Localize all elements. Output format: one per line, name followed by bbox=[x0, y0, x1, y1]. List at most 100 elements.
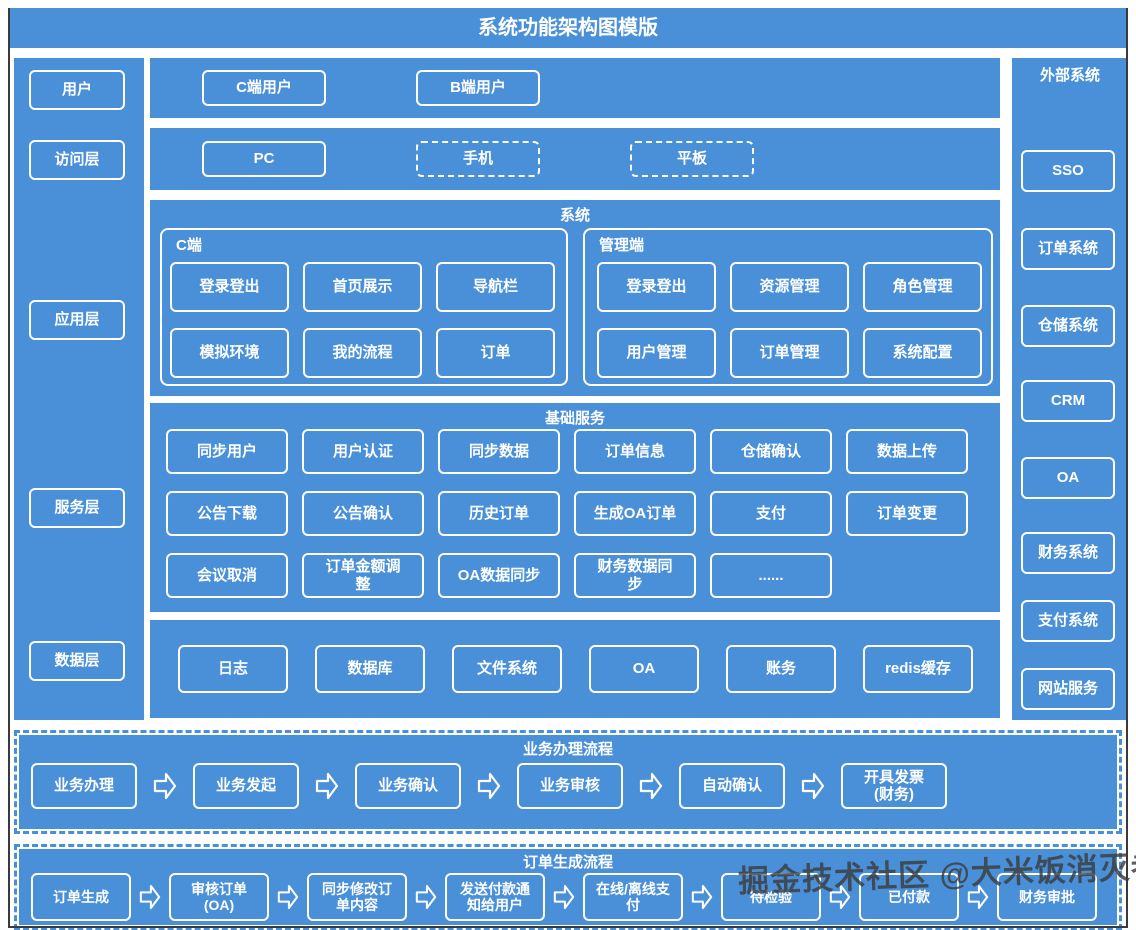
module-box: 订单管理 bbox=[730, 328, 849, 378]
flow-arrow-icon bbox=[829, 884, 851, 910]
business-flow-title: 业务办理流程 bbox=[522, 741, 613, 758]
service-box: 生成OA订单 bbox=[574, 491, 696, 536]
datastore-box: redis缓存 bbox=[863, 645, 973, 693]
flow-step-box: 同步修改订 单内容 bbox=[307, 873, 407, 921]
datastore-box: 文件系统 bbox=[452, 645, 562, 693]
module-box: 订单 bbox=[436, 328, 555, 378]
flow-step-box: 业务发起 bbox=[193, 763, 299, 809]
module-box: 系统配置 bbox=[863, 328, 982, 378]
flow-step-box: 已付款 bbox=[859, 873, 959, 921]
external-system-box: OA bbox=[1021, 457, 1115, 499]
module-box: 角色管理 bbox=[863, 262, 982, 312]
layer-box-user: 用户 bbox=[29, 70, 125, 110]
external-system-box: 财务系统 bbox=[1021, 532, 1115, 574]
flow-step-box: 在线/离线支 付 bbox=[583, 873, 683, 921]
service-box-ellipsis: ...... bbox=[710, 553, 832, 598]
external-system-box: SSO bbox=[1021, 150, 1115, 192]
flow-arrow-icon bbox=[277, 884, 299, 910]
flow-step-box: 业务办理 bbox=[31, 763, 137, 809]
flow-step-box: 审核订单 (OA) bbox=[169, 873, 269, 921]
module-box: 登录登出 bbox=[170, 262, 289, 312]
left-layers-panel: 用户 访问层 应用层 服务层 数据层 bbox=[14, 58, 144, 720]
service-box: 支付 bbox=[710, 491, 832, 536]
module-box: 我的流程 bbox=[303, 328, 422, 378]
flow-step-box: 发送付款通 知给用户 bbox=[445, 873, 545, 921]
access-row: PC 手机 平板 bbox=[150, 128, 1000, 190]
flow-step-box: 开具发票 (财务) bbox=[841, 763, 947, 809]
external-system-box: 支付系统 bbox=[1021, 600, 1115, 642]
device-box-pc: PC bbox=[202, 141, 326, 177]
module-box: 登录登出 bbox=[597, 262, 716, 312]
flow-arrow-icon bbox=[477, 772, 501, 800]
flow-step-box: 自动确认 bbox=[679, 763, 785, 809]
business-flow-panel: 业务办理流程 业务办理 业务发起 业务确认 业务审核 自动确认 开具发票 (财务… bbox=[19, 735, 1117, 829]
flow-arrow-icon bbox=[315, 772, 339, 800]
service-box: 历史订单 bbox=[438, 491, 560, 536]
business-flow-section: 业务办理流程 业务办理 业务发起 业务确认 业务审核 自动确认 开具发票 (财务… bbox=[14, 730, 1122, 834]
flow-step-box: 财务审批 bbox=[997, 873, 1097, 921]
services-panel: 基础服务 同步用户 用户认证 同步数据 订单信息 仓储确认 数据上传 公告下载 … bbox=[150, 403, 1000, 612]
external-system-box: 仓储系统 bbox=[1021, 305, 1115, 347]
datastore-box: 账务 bbox=[726, 645, 836, 693]
layer-box-application: 应用层 bbox=[29, 300, 125, 340]
module-box: 导航栏 bbox=[436, 262, 555, 312]
service-box: OA数据同步 bbox=[438, 553, 560, 598]
module-box: 模拟环境 bbox=[170, 328, 289, 378]
flow-arrow-icon bbox=[139, 884, 161, 910]
service-box: 财务数据同 步 bbox=[574, 553, 696, 598]
order-flow-section: 订单生成流程 订单生成 审核订单 (OA) 同步修改订 单内容 发送付款通 知给… bbox=[14, 844, 1122, 930]
user-type-box-b: B端用户 bbox=[416, 70, 540, 106]
order-flow-panel: 订单生成流程 订单生成 审核订单 (OA) 同步修改订 单内容 发送付款通 知给… bbox=[19, 849, 1117, 925]
service-box: 公告确认 bbox=[302, 491, 424, 536]
service-box: 仓储确认 bbox=[710, 429, 832, 474]
module-box: 资源管理 bbox=[730, 262, 849, 312]
data-row: 日志 数据库 文件系统 OA 账务 redis缓存 bbox=[150, 620, 1000, 718]
service-box: 订单变更 bbox=[846, 491, 968, 536]
users-row: C端用户 B端用户 bbox=[150, 58, 1000, 118]
flow-step-box: 业务确认 bbox=[355, 763, 461, 809]
flow-arrow-icon bbox=[639, 772, 663, 800]
service-box: 数据上传 bbox=[846, 429, 968, 474]
device-box-phone: 手机 bbox=[416, 141, 540, 177]
c-side-panel-title: C端 bbox=[176, 237, 202, 254]
datastore-box: OA bbox=[589, 645, 699, 693]
service-box: 同步用户 bbox=[166, 429, 288, 474]
flow-arrow-icon bbox=[967, 884, 989, 910]
external-panel-title: 外部系统 bbox=[1039, 67, 1100, 84]
page-title: 系统功能架构图模版 bbox=[10, 8, 1126, 48]
device-box-tablet: 平板 bbox=[630, 141, 754, 177]
flow-arrow-icon bbox=[415, 884, 437, 910]
flow-arrow-icon bbox=[801, 772, 825, 800]
layer-box-data: 数据层 bbox=[29, 641, 125, 681]
datastore-box: 日志 bbox=[178, 645, 288, 693]
service-box: 用户认证 bbox=[302, 429, 424, 474]
flow-step-box: 待检验 bbox=[721, 873, 821, 921]
services-panel-title: 基础服务 bbox=[544, 410, 605, 427]
flow-arrow-icon bbox=[691, 884, 713, 910]
c-side-panel: C端 登录登出 首页展示 导航栏 模拟环境 我的流程 订单 bbox=[160, 228, 568, 386]
service-box: 订单金额调 整 bbox=[302, 553, 424, 598]
layer-box-service: 服务层 bbox=[29, 488, 125, 528]
flow-step-box: 订单生成 bbox=[31, 873, 131, 921]
flow-arrow-icon bbox=[153, 772, 177, 800]
service-box: 会议取消 bbox=[166, 553, 288, 598]
order-flow-title: 订单生成流程 bbox=[522, 854, 613, 871]
module-box: 首页展示 bbox=[303, 262, 422, 312]
admin-panel-title: 管理端 bbox=[599, 237, 645, 254]
user-type-box-c: C端用户 bbox=[202, 70, 326, 106]
external-system-box: 订单系统 bbox=[1021, 228, 1115, 270]
service-box: 订单信息 bbox=[574, 429, 696, 474]
system-panel-title: 系统 bbox=[559, 207, 590, 224]
layer-box-access: 访问层 bbox=[29, 140, 125, 180]
flow-arrow-icon bbox=[553, 884, 575, 910]
service-box: 公告下载 bbox=[166, 491, 288, 536]
module-box: 用户管理 bbox=[597, 328, 716, 378]
external-panel: 外部系统 SSO 订单系统 仓储系统 CRM OA 财务系统 支付系统 网站服务 bbox=[1012, 58, 1128, 720]
external-system-box: 网站服务 bbox=[1021, 668, 1115, 710]
system-panel: 系统 C端 登录登出 首页展示 导航栏 模拟环境 我的流程 订单 管理端 登录登… bbox=[150, 200, 1000, 396]
flow-step-box: 业务审核 bbox=[517, 763, 623, 809]
datastore-box: 数据库 bbox=[315, 645, 425, 693]
external-system-box: CRM bbox=[1021, 380, 1115, 422]
service-box: 同步数据 bbox=[438, 429, 560, 474]
admin-panel: 管理端 登录登出 资源管理 角色管理 用户管理 订单管理 系统配置 bbox=[583, 228, 993, 386]
